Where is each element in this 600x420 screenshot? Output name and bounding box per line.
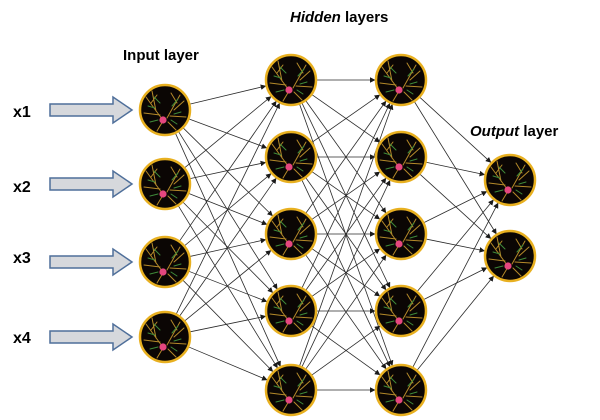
neuron-hidden-2-2 (374, 130, 428, 184)
connection-input-4-to-hidden-1-2 (179, 177, 277, 317)
connection-input-4-to-hidden-1-1 (175, 102, 280, 315)
connection-hidden-2-4-to-output-1 (416, 199, 494, 293)
input-arrow-x1 (49, 95, 134, 125)
input-label-x2: x2 (13, 179, 31, 196)
connection-hidden-1-5-to-hidden-2-2 (301, 180, 391, 368)
input-arrow-x3 (49, 247, 134, 277)
input-label-x1: x1 (13, 104, 31, 121)
neuron-hidden-2-5 (374, 363, 428, 417)
connection-hidden-2-5-to-output-2 (416, 275, 494, 371)
hidden-layers-label: Hidden layers (290, 9, 388, 26)
neuron-hidden-1-2 (264, 130, 318, 184)
connection-input-4-to-hidden-1-5 (187, 346, 268, 381)
connection-input-3-to-hidden-1-1 (178, 100, 277, 242)
connection-hidden-2-4-to-output-2 (423, 267, 488, 301)
connection-input-4-to-hidden-1-4 (189, 314, 267, 333)
connection-input-2-to-hidden-1-2 (189, 160, 267, 180)
input-arrow-x4 (49, 322, 134, 352)
connection-input-4-to-hidden-1-3 (184, 250, 272, 322)
connection-hidden-2-2-to-output-2 (419, 173, 492, 239)
hidden-label-emphasis: Hidden (290, 9, 341, 26)
neuron-input-2 (138, 157, 192, 211)
connection-hidden-1-2-to-hidden-2-1 (311, 94, 381, 143)
connection-hidden-2-2-to-output-1 (425, 161, 486, 177)
connection-hidden-1-5-to-hidden-2-3 (305, 254, 387, 370)
connection-input-1-to-hidden-1-1 (189, 84, 267, 105)
connection-hidden-1-2-to-hidden-2-4 (305, 177, 387, 291)
neuron-hidden-2-4 (374, 284, 428, 338)
connection-hidden-2-5-to-output-1 (412, 202, 499, 368)
connection-hidden-2-1-to-output-1 (419, 96, 492, 163)
input-label-x3: x3 (13, 250, 31, 267)
connection-input-3-to-hidden-1-5 (182, 279, 274, 372)
connection-hidden-2-3-to-output-1 (423, 191, 488, 224)
connection-hidden-1-1-to-hidden-2-2 (311, 94, 381, 143)
hidden-label-rest: layers (340, 9, 389, 26)
neuron-hidden-1-4 (264, 284, 318, 338)
neuron-output-1 (483, 153, 537, 207)
input-layer-label: Input layer (123, 47, 199, 64)
connection-hidden-1-3-to-hidden-2-4 (311, 248, 381, 297)
connection-hidden-1-2-to-hidden-2-3 (311, 171, 381, 220)
connection-hidden-2-3-to-output-2 (425, 238, 486, 253)
input-label-x4: x4 (13, 330, 31, 347)
connection-hidden-1-1-to-hidden-2-3 (305, 100, 387, 214)
output-layer-label: Output layer (470, 123, 558, 140)
neuron-hidden-1-1 (264, 53, 318, 107)
connection-hidden-1-4-to-hidden-2-2 (305, 177, 387, 291)
connection-hidden-1-5-to-hidden-2-4 (311, 325, 381, 376)
neuron-input-3 (138, 235, 192, 289)
connection-hidden-1-4-to-hidden-2-5 (311, 325, 381, 376)
connection-input-2-to-hidden-1-1 (184, 96, 272, 169)
connection-hidden-1-4-to-hidden-2-1 (301, 102, 391, 289)
neuron-hidden-2-3 (374, 207, 428, 261)
output-label-rest: layer (519, 123, 559, 140)
neuron-hidden-1-3 (264, 207, 318, 261)
connection-hidden-2-1-to-output-2 (413, 101, 497, 235)
neuron-input-1 (138, 83, 192, 137)
input-arrow-x2 (49, 169, 134, 199)
neuron-hidden-1-5 (264, 363, 318, 417)
connection-hidden-1-3-to-hidden-2-5 (305, 254, 387, 370)
neuron-output-2 (483, 229, 537, 283)
neuron-hidden-2-1 (374, 53, 428, 107)
connection-hidden-1-4-to-hidden-2-3 (311, 248, 381, 297)
connection-input-1-to-hidden-1-5 (174, 132, 281, 367)
connection-input-1-to-hidden-1-2 (188, 118, 268, 149)
output-label-emphasis: Output (470, 123, 520, 140)
neuron-input-4 (138, 310, 192, 364)
connection-hidden-1-3-to-hidden-2-1 (305, 100, 387, 214)
